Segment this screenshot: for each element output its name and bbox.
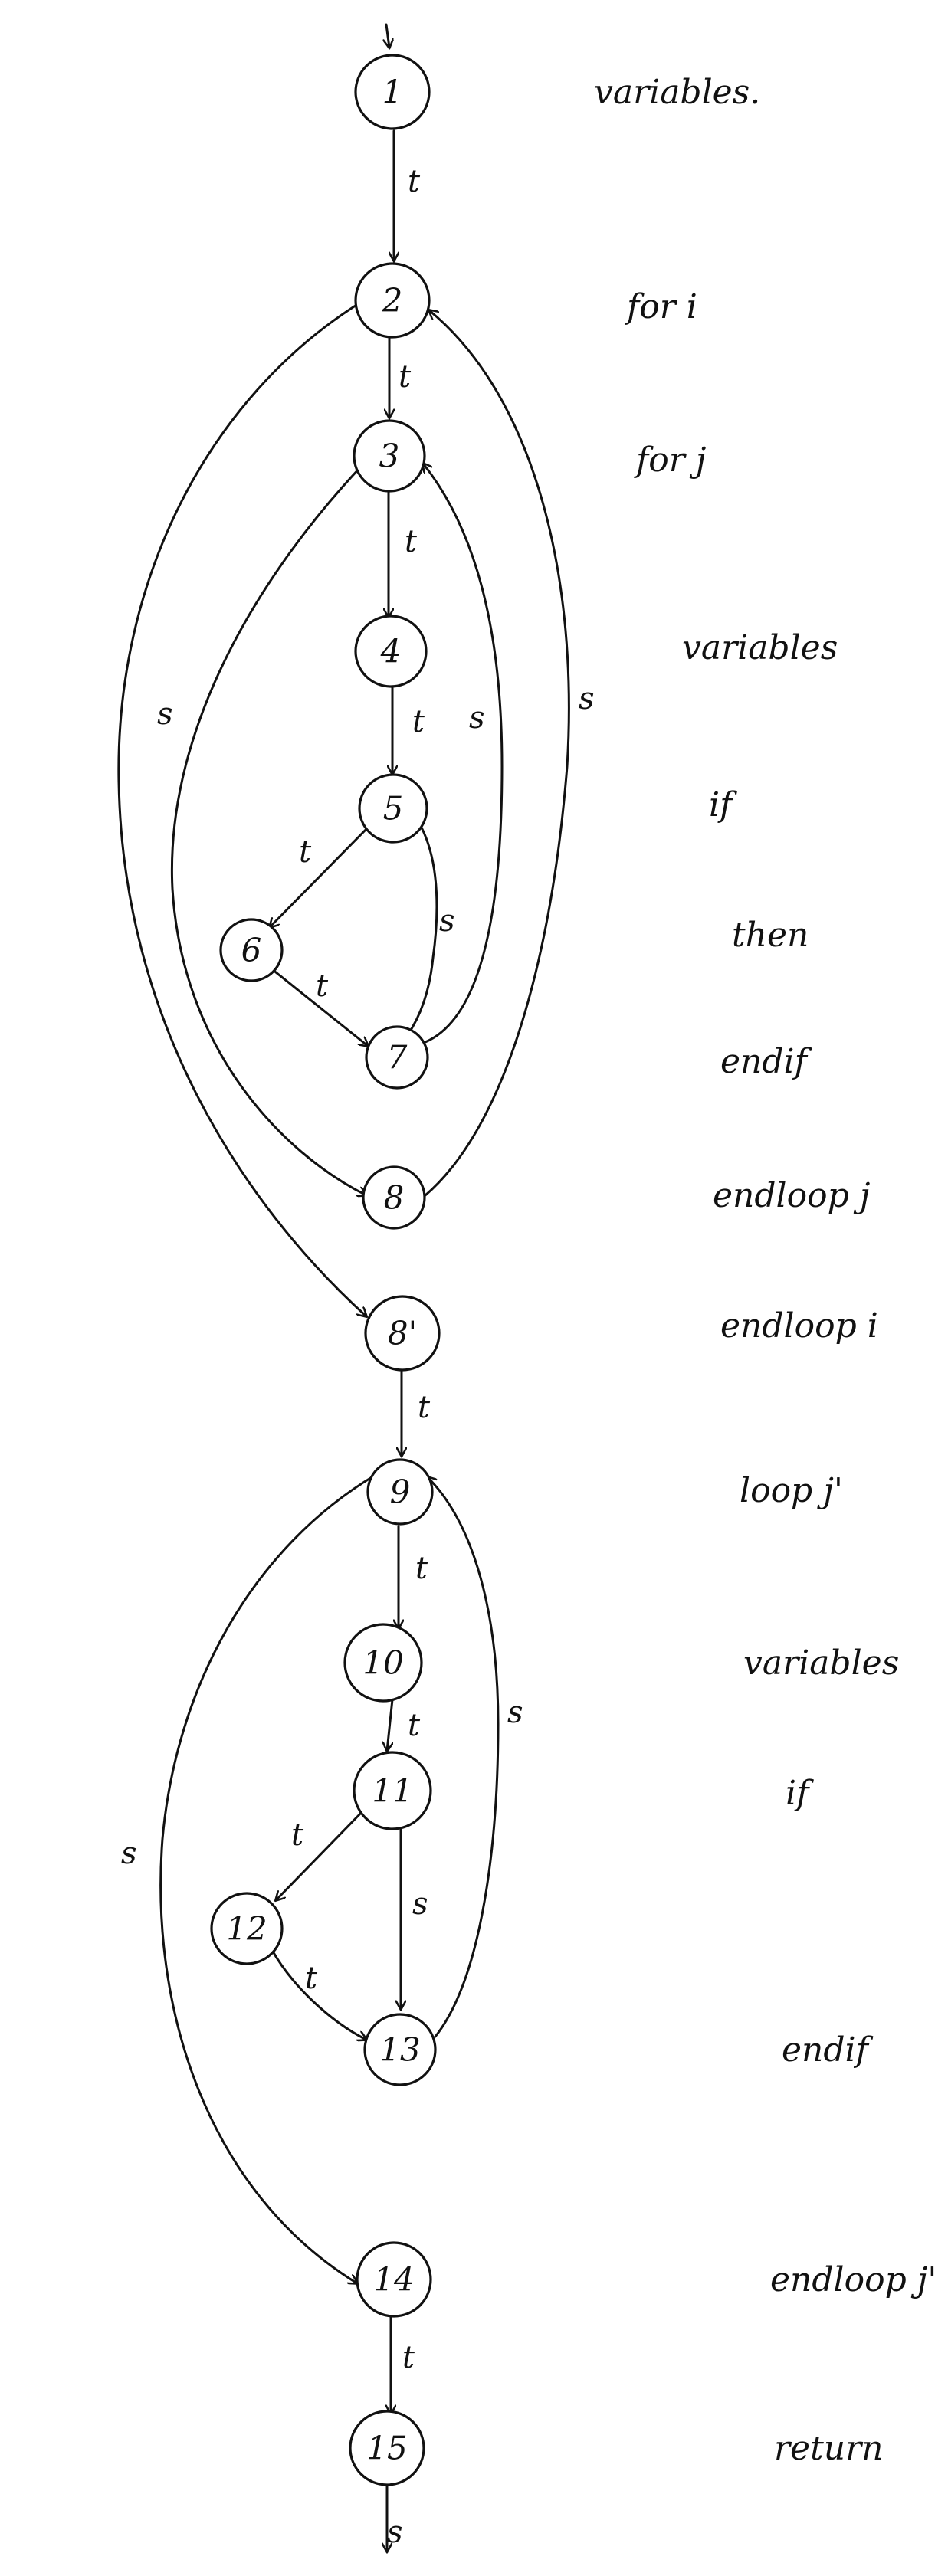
annotation-if: if: [786, 1774, 814, 1813]
edge-label-3-4: t: [405, 524, 418, 559]
edge-9-14: [159, 1473, 377, 2283]
node-6: 6: [219, 918, 284, 982]
edge-label-12-13: t: [305, 1961, 318, 1996]
annotation-variables: variables.: [594, 73, 760, 112]
annotation-for-j: for j: [634, 441, 706, 480]
edge-label-8-2: s: [579, 681, 595, 716]
node-label: 11: [372, 1772, 412, 1810]
edge-label-2-3: t: [399, 359, 412, 395]
annotation-if: if: [709, 785, 737, 824]
annotation-endif: endif: [782, 2030, 874, 2070]
node-label: 3: [379, 438, 400, 475]
annotation-for-i: for i: [625, 287, 697, 326]
edge-12-13: [271, 1948, 366, 2040]
edge-labels: t t t t t s t s s s t t t t s t s s t s: [121, 164, 595, 2550]
edge-label-6-7: t: [316, 968, 329, 1004]
annotation-then: then: [732, 916, 809, 955]
edge-label-13-9: s: [507, 1695, 523, 1730]
annotation-return: return: [774, 2429, 883, 2468]
node-label: 5: [383, 790, 404, 828]
annotation-variables: variables: [682, 628, 838, 667]
edge-2-8p: [117, 301, 366, 1316]
nodes: 1 2 3 4 5 6 7 8 8' 9 10 11 12 13 14 15: [210, 54, 441, 2486]
edge-label-5-6: t: [299, 834, 312, 870]
edge-label-9-10: t: [415, 1551, 428, 1586]
edge-label-8p-9: t: [418, 1390, 431, 1425]
edge-label-4-5: t: [412, 704, 425, 739]
edge-3-8: [170, 466, 366, 1195]
edge-13-9: [428, 1477, 500, 2038]
edge-label-10-11: t: [408, 1708, 421, 1743]
annotation-endloop-j: endloop j: [713, 1176, 870, 1215]
node-8-prime: 8': [364, 1295, 441, 1372]
node-label: 7: [387, 1039, 408, 1077]
node-label: 14: [373, 2261, 414, 2299]
node-8: 8: [362, 1165, 426, 1230]
node-5: 5: [358, 773, 428, 844]
node-label: 8: [384, 1179, 405, 1217]
edge-11-12: [276, 1808, 366, 1900]
node-13: 13: [363, 2013, 437, 2086]
annotation-endloop-i: endloop i: [720, 1306, 878, 1345]
node-label: 9: [390, 1473, 411, 1511]
node-2: 2: [354, 262, 431, 339]
node-label: 1: [382, 74, 403, 111]
edges: [117, 23, 570, 2551]
node-1: 1: [354, 54, 431, 130]
node-12: 12: [210, 1892, 284, 1965]
node-9: 9: [366, 1458, 434, 1526]
node-label: 4: [380, 633, 402, 670]
node-7: 7: [365, 1025, 429, 1090]
edge-label-15-exit: s: [387, 2515, 403, 2550]
node-10: 10: [343, 1623, 423, 1703]
edge-label-5-7: s: [439, 903, 455, 939]
node-4: 4: [354, 615, 428, 688]
node-label: 12: [226, 1910, 267, 1948]
node-14: 14: [356, 2241, 432, 2318]
edge-label-7-3: s: [469, 700, 485, 736]
edge-5-7: [402, 826, 438, 1042]
node-label: 13: [379, 2031, 420, 2069]
node-11: 11: [353, 1751, 432, 1830]
node-15: 15: [349, 2410, 425, 2486]
node-label: 10: [362, 1644, 403, 1682]
edge-label-1-2: t: [408, 164, 421, 199]
edge-6-7: [271, 968, 368, 1046]
node-3: 3: [353, 419, 426, 493]
edge-label-2-8p: s: [157, 696, 173, 732]
annotations: variables. for i for j variables if then…: [594, 73, 937, 2468]
annotation-endloop-j-prime: endloop j': [770, 2260, 937, 2299]
edge-label-14-15: t: [402, 2340, 415, 2375]
edge-5-6: [270, 826, 369, 927]
annotation-loop-j-prime: loop j': [740, 1471, 843, 1510]
edge-7-3: [423, 464, 504, 1044]
edge-label-11-12: t: [291, 1817, 304, 1853]
entry-edge: [386, 23, 389, 48]
node-label: 8': [388, 1315, 417, 1352]
edge-label-11-13: s: [412, 1886, 428, 1922]
annotation-endif: endif: [720, 1042, 812, 1081]
node-label: 15: [366, 2430, 407, 2467]
edge-8-2: [424, 310, 570, 1197]
node-label: 2: [382, 282, 403, 320]
node-label: 6: [241, 932, 262, 969]
edge-10-11: [387, 1698, 394, 1751]
annotation-variables: variables: [743, 1644, 899, 1683]
edge-label-9-14: s: [121, 1836, 137, 1871]
